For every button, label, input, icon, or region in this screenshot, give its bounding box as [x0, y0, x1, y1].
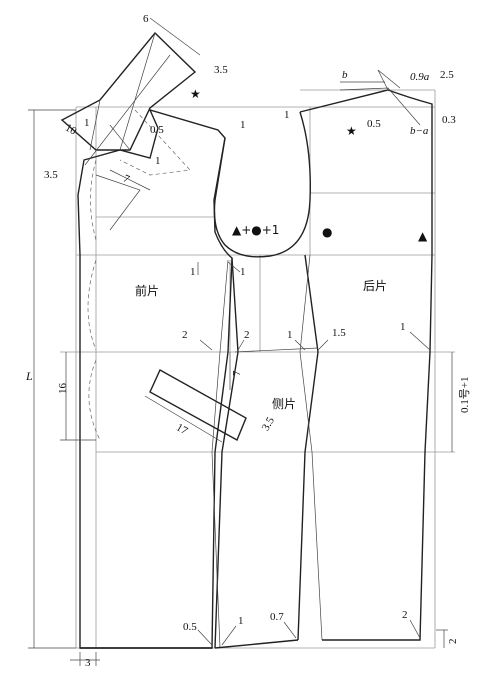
collar-guide-3 [84, 54, 171, 166]
label-0-5-collar: 0.5 [150, 124, 164, 136]
label-2-5: 2.5 [440, 69, 454, 81]
label-1-side: 1 [287, 329, 293, 341]
dimension-lines [28, 17, 453, 666]
armhole [213, 111, 311, 258]
labels: 前片 后片 侧片 L ★ ★ ▲+●+1 ● ▲ 6 3.5 10 1 0.5 … [25, 13, 471, 669]
lapel-dashed [119, 109, 191, 176]
side-waist [234, 347, 319, 353]
label-0-3: 0.3 [442, 114, 456, 126]
leader-1-armhole [227, 261, 241, 273]
leader-0-7 [283, 621, 297, 639]
label-2-hem: 2 [402, 609, 408, 621]
leader-1-side [294, 339, 306, 351]
label-b-top: b [342, 69, 348, 81]
lapel-guide [95, 174, 141, 231]
pocket-welt [144, 369, 247, 443]
leader-1-back [409, 331, 431, 351]
drafting-frame [60, 89, 455, 649]
front-dashed-curve [90, 159, 97, 241]
front-panel-label: 前片 [135, 283, 159, 298]
pocket-dim-line [144, 395, 223, 443]
label-0-5-back: 0.5 [367, 118, 381, 130]
leader-1-5 [317, 339, 329, 351]
label-3-5-left: 3.5 [44, 169, 58, 181]
collar-guide-2 [119, 32, 156, 151]
pocket-shape [149, 369, 247, 441]
dot-symbol: ● [322, 225, 332, 239]
label-0-7: 0.7 [270, 611, 284, 623]
length-label: L [25, 369, 33, 383]
leader-2-left [199, 339, 213, 351]
back-panel-label: 后片 [363, 279, 387, 293]
dim-7-lapel [109, 169, 151, 191]
dim-6-line [149, 17, 201, 56]
label-1-collar: 1 [84, 117, 90, 129]
front-panel-outline [77, 108, 233, 649]
collar-piece [60, 31, 197, 441]
collar-guide-1 [89, 99, 101, 151]
leader-2-right [237, 339, 245, 351]
label-1-back-side: 1 [400, 321, 406, 333]
leader-2-hem [409, 619, 421, 639]
triangle-dot-plus1-label: ▲+●+1 [232, 223, 279, 237]
front-dashed-curve-3 [88, 359, 101, 441]
back-neck-guide-lines [377, 69, 401, 91]
label-7-lapel: 7 [121, 173, 132, 186]
side-front-seam [214, 257, 239, 649]
label-16: 16 [57, 383, 69, 395]
label-1-front-armhole: 1 [190, 266, 196, 278]
label-1-hem: 1 [238, 615, 244, 627]
label-0-5-hem: 0.5 [183, 621, 197, 633]
label-1-shoulder-front: 1 [240, 119, 246, 131]
label-2-right: 2 [244, 329, 250, 341]
label-1-armhole: 1 [240, 266, 246, 278]
label-3-hem: 3 [85, 657, 91, 669]
collar-shape [60, 31, 197, 151]
collar-fold-line [109, 124, 131, 151]
label-0-9a: 0.9a [410, 71, 430, 83]
label-10: 10 [63, 122, 79, 138]
side-hem [214, 639, 299, 649]
label-6: 6 [143, 13, 149, 25]
label-7-mid: 7 [231, 370, 243, 376]
back-panel-shape [299, 89, 433, 641]
side-back-seam [297, 254, 319, 641]
label-1-back-neck: 1 [284, 109, 290, 121]
side-panel-outline [211, 254, 323, 649]
front-dashed-curve-2 [87, 259, 97, 351]
label-1-lapel: 1 [155, 155, 161, 167]
star-symbol-front: ★ [190, 87, 201, 101]
back-shoulder-guide [339, 87, 421, 126]
label-3-5-pocket: 3.5 [260, 415, 278, 433]
front-panel-shape [77, 108, 233, 649]
label-2-left: 2 [182, 329, 188, 341]
label-3-5-top: 3.5 [214, 64, 228, 76]
label-17: 17 [174, 421, 190, 437]
triangle-symbol: ▲ [418, 229, 428, 243]
back-side-seam-2 [299, 254, 323, 641]
side-panel-label: 侧片 [272, 397, 296, 411]
label-2-right-hem: 2 [447, 639, 459, 645]
leader-0-5-hem [197, 629, 213, 646]
label-chest-formula: 0.1号+1 [458, 377, 471, 413]
leader-1-hem [221, 625, 237, 646]
back-panel-outline [299, 69, 433, 641]
label-b-minus-a: b−a [410, 125, 429, 137]
label-1-5: 1.5 [332, 327, 346, 339]
armhole-curve [213, 111, 311, 258]
star-symbol-back: ★ [346, 124, 357, 138]
